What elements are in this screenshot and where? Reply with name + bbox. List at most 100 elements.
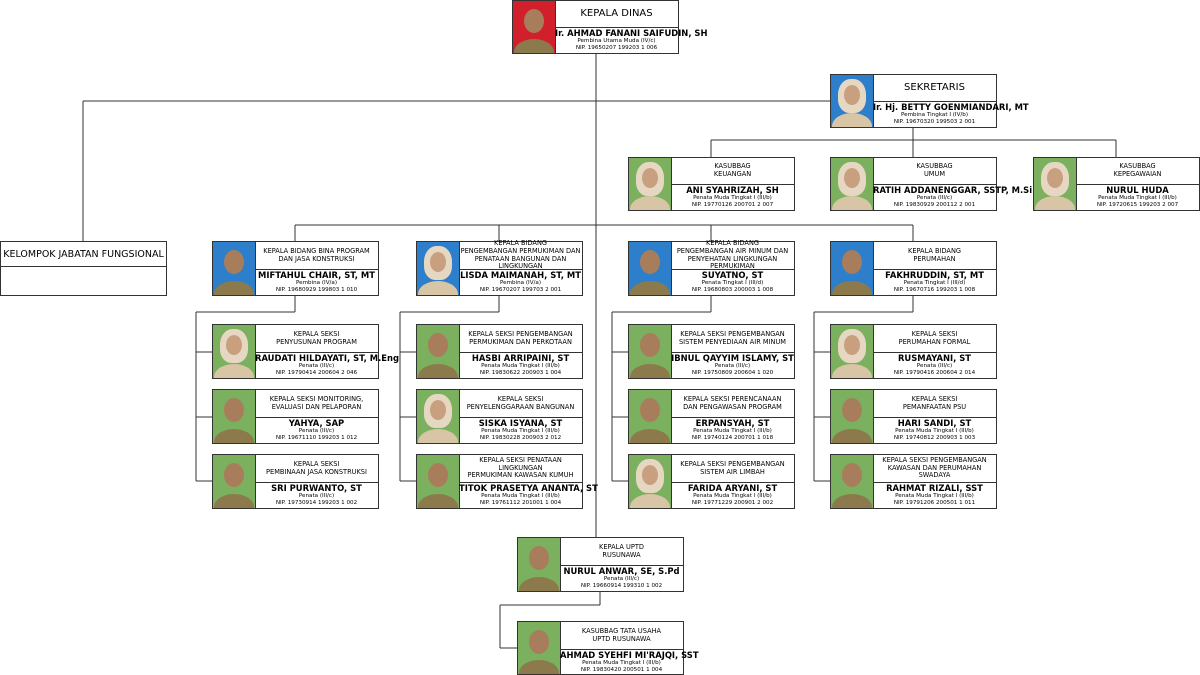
portrait-photo <box>213 325 256 378</box>
position-title-line: KEPALA BIDANG BINA PROGRAM <box>263 246 370 255</box>
officer-rank: Pembina (IV/a) <box>499 280 542 287</box>
officer-name: HASBI ARRIPAINI, ST <box>471 353 570 363</box>
officer-rank: Penata Muda Tingkat I (III/b) <box>693 493 772 500</box>
position-title-line: KEPALA SEKSI PERENCANAAN <box>683 394 782 403</box>
position-title-line: KEPALA SEKSI <box>293 459 340 468</box>
officer-name: NURUL HUDA <box>1106 185 1169 195</box>
officer-rank: Penata Muda Tingkat I (III/b) <box>693 195 772 202</box>
officer-rank: Penata Muda Tingkat I (III/b) <box>895 428 974 435</box>
officer-name: NURUL ANWAR, SE, S.Pd <box>563 566 680 576</box>
officer-name: ANI SYAHRIZAH, SH <box>686 185 779 195</box>
portrait-photo <box>417 242 460 295</box>
position-title-line: PERMUKIMAN DAN PERKOTAAN <box>469 337 572 346</box>
officer-rank: Pembina (IV/a) <box>295 280 338 287</box>
position-title-line: KASUBBAG <box>916 162 953 171</box>
position-title-line: DAN PENGAWASAN PROGRAM <box>683 402 782 411</box>
officer-rank: Penata (III/c) <box>298 493 335 500</box>
officer-nip: NIP. 19730914 199203 1 002 <box>275 499 358 506</box>
officer-name: RAUDATI HILDAYATI, ST, M.Eng <box>255 353 399 363</box>
position-title-line: KEPALA SEKSI PENGEMBANGAN <box>468 329 573 338</box>
portrait-photo <box>518 538 561 591</box>
functional-group-label: KELOMPOK JABATAN FUNGSIONAL <box>1 242 166 267</box>
position-title-line: PENGEMBANGAN AIR MINUM DAN <box>676 246 789 255</box>
officer-rank: Penata (III/c) <box>603 576 640 583</box>
position-title-line: KASUBBAG <box>714 162 751 171</box>
portrait-photo <box>831 325 874 378</box>
officer-name: SISKA ISYANA, ST <box>478 418 563 428</box>
position-title: KEPALA SEKSI MONITORING,EVALUASI DAN PEL… <box>255 390 378 418</box>
officer-nip: NIP. 19830228 200903 2 012 <box>479 434 562 441</box>
position-title-line: SISTEM PENYEDIAAN AIR MINUM <box>678 337 787 346</box>
officer-name: HARI SANDI, ST <box>897 418 972 428</box>
officer-nip: NIP. 19670207 199703 2 001 <box>479 286 562 293</box>
officer-nip: NIP. 19680803 200003 1 008 <box>691 286 774 293</box>
position-title: SEKRETARIS <box>873 75 996 102</box>
officer-name: Ir. AHMAD FANANI SAIFUDIN, SH <box>555 28 708 38</box>
officer-name: YAHYA, SAP <box>288 418 345 428</box>
portrait-photo <box>629 242 672 295</box>
position-title-line: KEPALA SEKSI <box>911 394 958 403</box>
officer-rank: Penata (III/c) <box>298 363 335 370</box>
officer-name: ERPANSYAH, ST <box>695 418 770 428</box>
officer-name: IBNUL QAYYIM ISLAMY, ST <box>671 353 794 363</box>
officer-nip: NIP. 19770126 200701 2 007 <box>691 201 774 208</box>
officer-nip: NIP. 19790414 200604 2 046 <box>275 369 358 376</box>
portrait-photo <box>831 75 874 127</box>
officer-rank: Penata Muda Tingkat I (III/b) <box>582 660 661 667</box>
portrait-photo <box>213 390 256 443</box>
portrait-photo <box>831 158 874 210</box>
officer-name: LISDA MAIMANAH, ST, MT <box>460 270 581 280</box>
position-title-line: KAWASAN DAN PERUMAHAN SWADAYA <box>887 463 982 480</box>
position-title-line: PENATAAN BANGUNAN DAN LINGKUNGAN <box>474 254 567 271</box>
position-title-line: KEPEGAWAIAN <box>1113 170 1162 178</box>
position-title-line: KEPALA SEKSI PENGEMBANGAN <box>680 459 785 468</box>
officer-name: FAKHRUDDIN, ST, MT <box>885 270 984 280</box>
portrait-photo <box>831 455 874 508</box>
position-title-line: KEPALA BIDANG <box>494 239 547 248</box>
portrait-photo <box>417 390 460 443</box>
position-title-line: PENYUSUNAN PROGRAM <box>276 337 357 346</box>
portrait-photo <box>831 242 874 295</box>
position-title-line: RUSUNAWA <box>602 550 641 559</box>
position-title-line: KEPALA SEKSI PENATAAN LINGKUNGAN <box>479 456 562 472</box>
officer-rank: Penata Tingkat I (III/d) <box>701 280 764 287</box>
officer-nip: NIP. 19740124 200701 1 018 <box>691 434 774 441</box>
portrait-photo <box>629 455 672 508</box>
officer-name: FARIDA ARYANI, ST <box>687 483 778 493</box>
position-title-line: KEPALA BIDANG <box>908 246 961 255</box>
position-title-line: KEUANGAN <box>713 170 752 178</box>
